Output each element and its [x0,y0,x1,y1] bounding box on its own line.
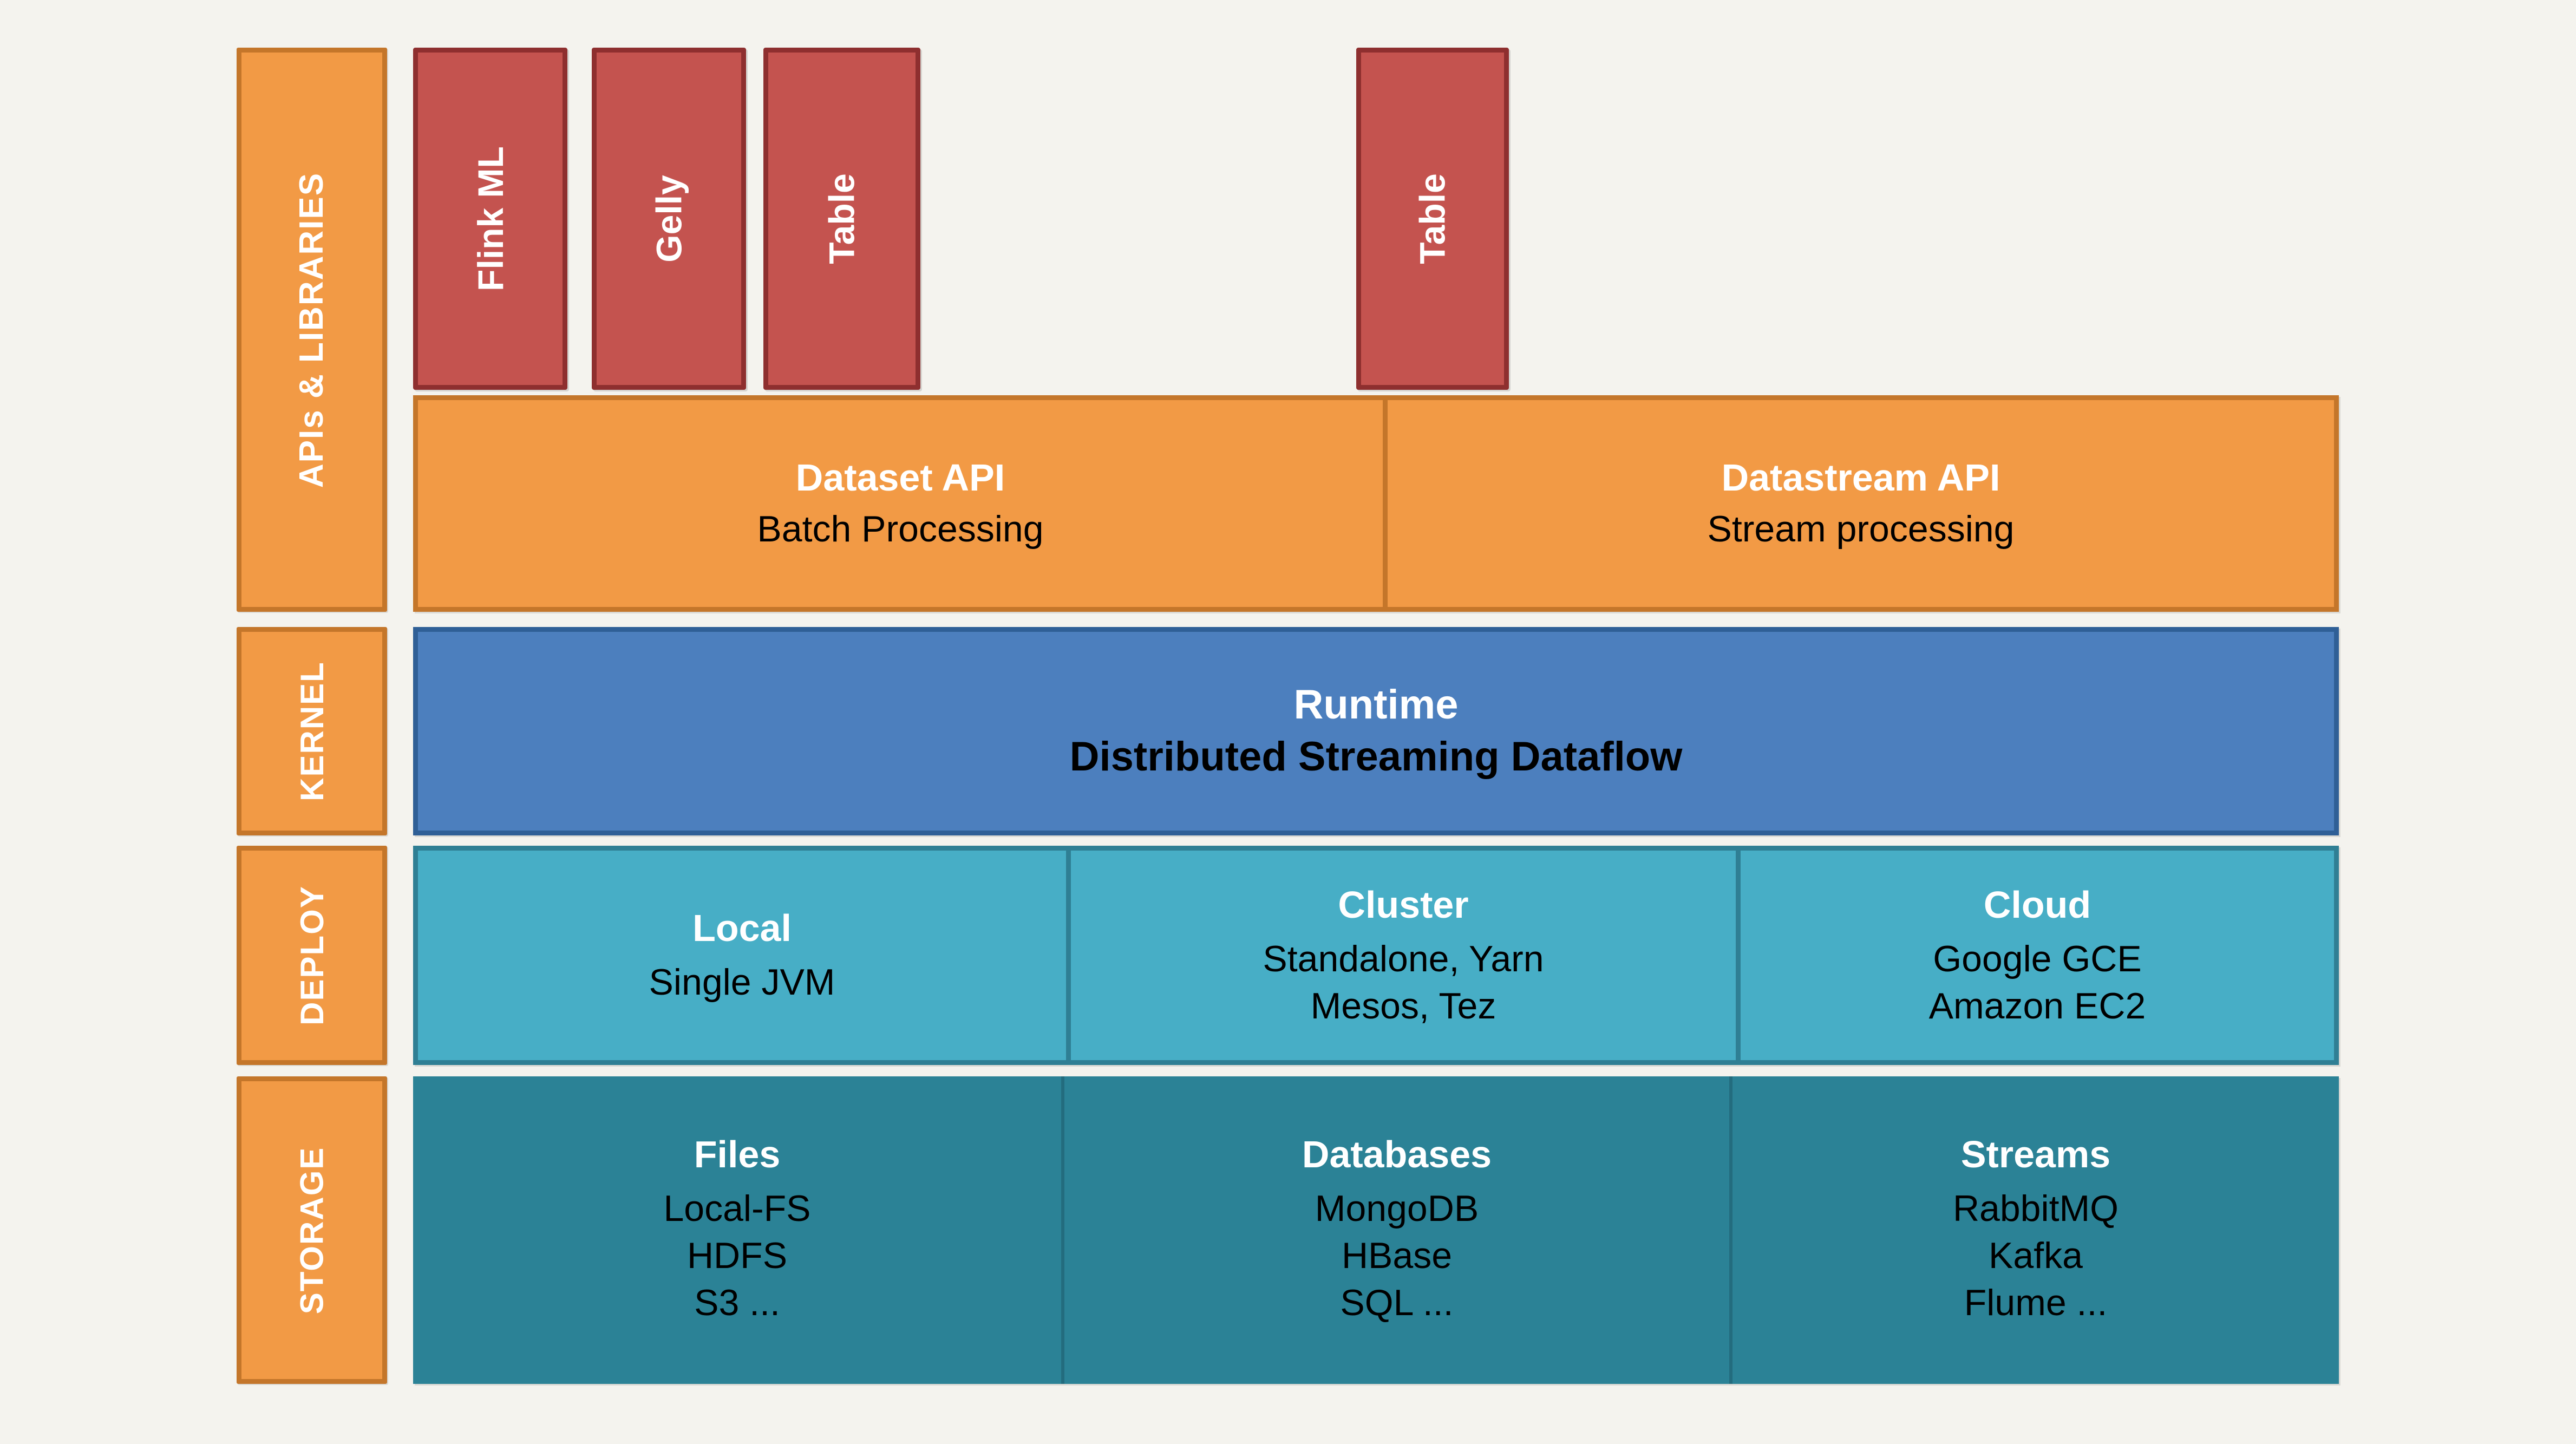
stage-label-apis-libraries-text: APIs & LIBRARIES [293,172,331,488]
stage-label-kernel: KERNEL [237,627,387,835]
storage-cell-files-title: Files [694,1133,781,1175]
storage-cell-databases-line-2: HBase [1341,1234,1453,1276]
library-box-table-stream-label: Table [1412,173,1453,264]
api-cell-dataset-title: Dataset API [795,456,1005,499]
storage-layer-band: Files Local-FS HDFS S3 ... Databases Mon… [413,1076,2339,1384]
deploy-cell-local-lines: Single JVM [649,959,835,1006]
stage-label-storage: STORAGE [237,1076,387,1384]
stage-label-deploy: DEPLOY [237,846,387,1065]
storage-cell-files-line-2: HDFS [687,1234,788,1276]
storage-cell-databases[interactable]: Databases MongoDB HBase SQL ... [1061,1076,1729,1384]
deploy-cell-cloud-lines: Google GCE Amazon EC2 [1929,936,2146,1030]
storage-cell-databases-line-3: SQL ... [1340,1282,1454,1324]
library-box-table-stream[interactable]: Table [1356,48,1509,390]
stage-label-apis-libraries: APIs & LIBRARIES [237,48,387,612]
deploy-cell-cloud-line-2: Amazon EC2 [1928,985,2146,1027]
deploy-cell-cloud[interactable]: Cloud Google GCE Amazon EC2 [1736,851,2334,1060]
deploy-cell-local-title: Local [692,907,792,950]
api-cell-dataset-subtitle: Batch Processing [757,508,1044,550]
storage-cell-streams-title: Streams [1960,1133,2111,1175]
deploy-cell-local[interactable]: Local Single JVM [418,851,1066,1060]
library-box-gelly-label: Gelly [649,175,689,263]
storage-cell-databases-lines: MongoDB HBase SQL ... [1315,1185,1479,1327]
deploy-cell-cluster-title: Cluster [1338,883,1469,926]
storage-cell-databases-line-1: MongoDB [1315,1187,1479,1229]
library-box-gelly[interactable]: Gelly [592,48,746,390]
storage-cell-streams[interactable]: Streams RabbitMQ Kafka Flume ... [1729,1076,2339,1384]
deploy-cell-cluster-lines: Standalone, Yarn Mesos, Tez [1263,936,1544,1030]
storage-cell-files-line-1: Local-FS [663,1187,811,1229]
deploy-cell-cluster-line-1: Standalone, Yarn [1263,938,1544,979]
storage-cell-streams-lines: RabbitMQ Kafka Flume ... [1953,1185,2119,1327]
deploy-cell-cluster-line-2: Mesos, Tez [1310,985,1496,1027]
deploy-layer-band: Local Single JVM Cluster Standalone, Yar… [413,846,2339,1065]
deploy-cell-cluster[interactable]: Cluster Standalone, Yarn Mesos, Tez [1066,851,1736,1060]
deploy-cell-cloud-title: Cloud [1983,883,2091,926]
stage-label-storage-text: STORAGE [293,1146,330,1314]
api-layer-band: Dataset API Batch Processing Datastream … [413,395,2339,612]
storage-cell-files[interactable]: Files Local-FS HDFS S3 ... [413,1076,1061,1384]
api-cell-datastream[interactable]: Datastream API Stream processing [1383,400,2334,607]
storage-cell-streams-line-2: Kafka [1989,1234,2083,1276]
storage-cell-streams-line-1: RabbitMQ [1952,1187,2119,1229]
library-box-table-batch[interactable]: Table [763,48,920,390]
stage-label-deploy-text: DEPLOY [293,885,330,1025]
library-box-flink-ml[interactable]: Flink ML [413,48,567,390]
deploy-cell-local-line-1: Single JVM [649,962,835,1003]
api-cell-datastream-subtitle: Stream processing [1707,508,2015,550]
api-cell-datastream-title: Datastream API [1721,456,2000,499]
kernel-title: Runtime [1293,682,1459,728]
kernel-layer-band[interactable]: Runtime Distributed Streaming Dataflow [413,627,2339,835]
kernel-subtitle: Distributed Streaming Dataflow [1069,733,1683,780]
storage-cell-files-lines: Local-FS HDFS S3 ... [663,1185,810,1327]
library-box-flink-ml-label: Flink ML [470,146,511,291]
storage-cell-streams-line-3: Flume ... [1964,1282,2108,1324]
library-box-table-batch-label: Table [821,173,862,264]
deploy-cell-cloud-line-1: Google GCE [1933,938,2142,979]
storage-cell-files-line-3: S3 ... [694,1282,780,1324]
storage-cell-databases-title: Databases [1302,1133,1492,1175]
api-cell-dataset[interactable]: Dataset API Batch Processing [418,400,1383,607]
stage-label-kernel-text: KERNEL [293,661,330,801]
